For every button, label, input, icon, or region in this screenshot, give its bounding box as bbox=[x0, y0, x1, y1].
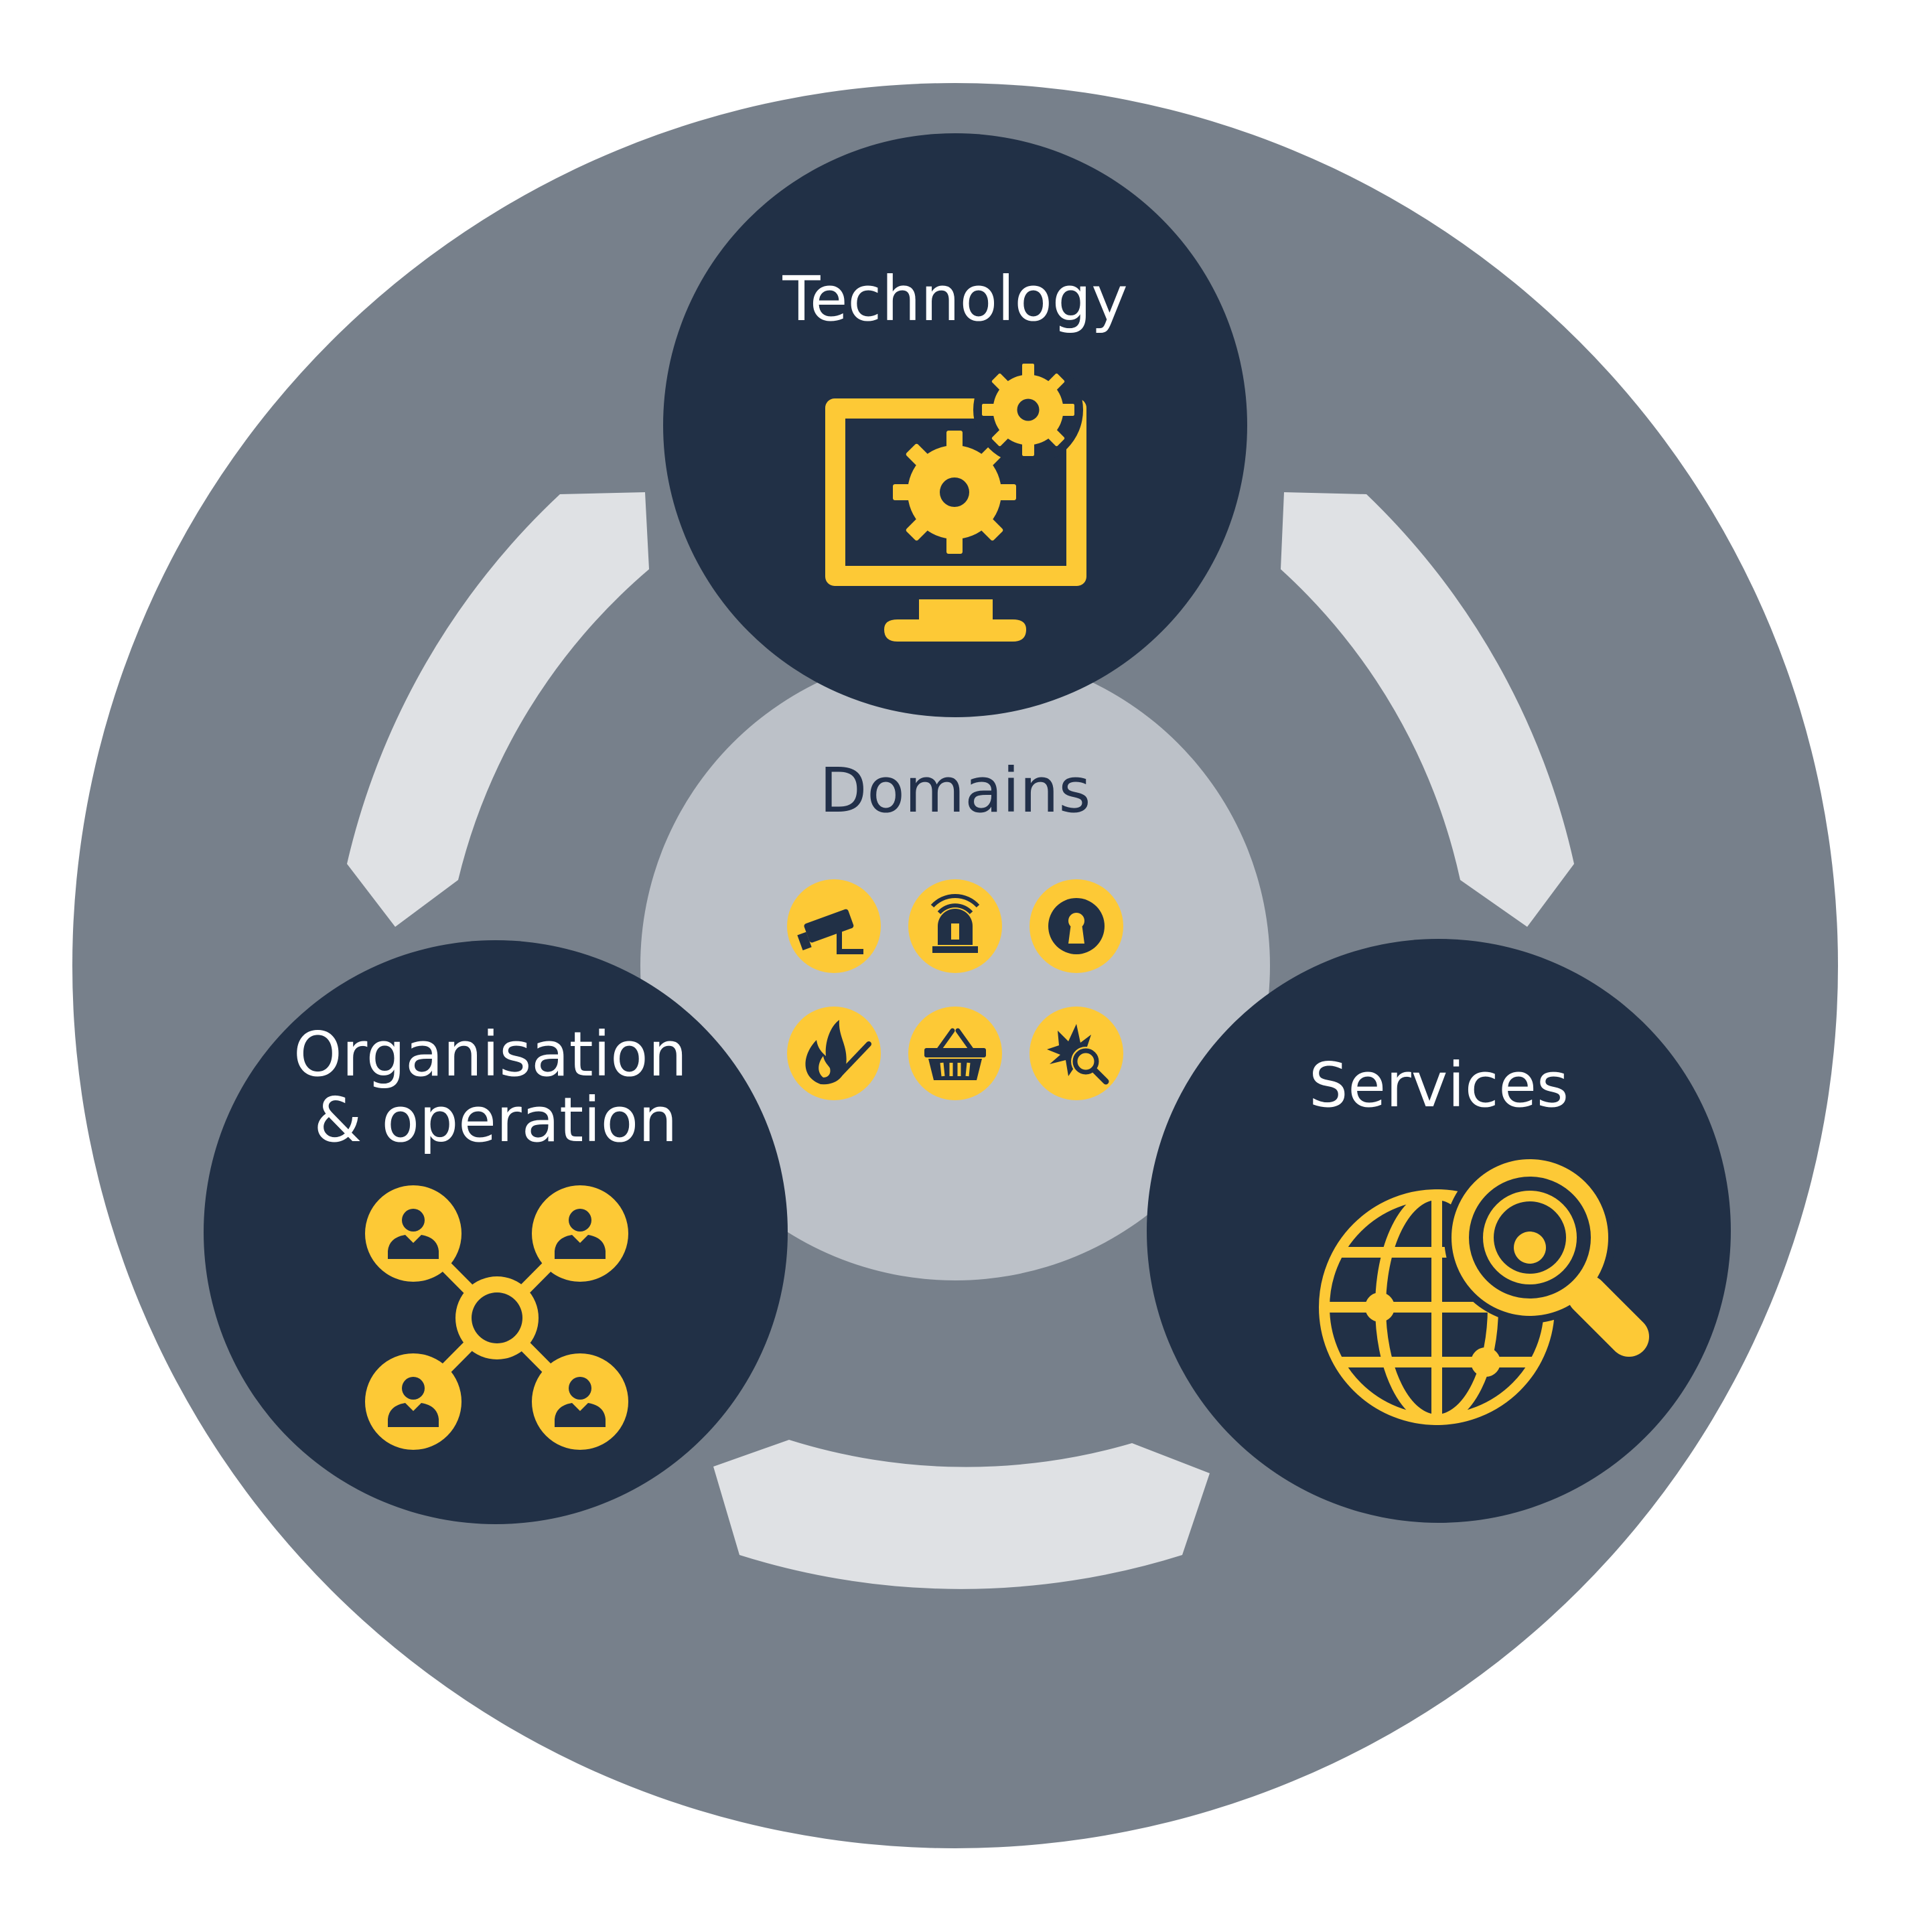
people-network-icon bbox=[365, 1185, 628, 1450]
node-organisation: Organisation & operation bbox=[204, 940, 788, 1524]
keyhole-lock-icon bbox=[1030, 879, 1123, 973]
cctv-camera-icon bbox=[787, 879, 881, 973]
organisation-title-line2: & operation bbox=[314, 1084, 678, 1156]
center-title: Domains bbox=[820, 755, 1091, 826]
services-title: Services bbox=[1309, 1049, 1569, 1121]
fire-match-icon bbox=[787, 1007, 881, 1100]
node-technology: Technology bbox=[663, 133, 1247, 717]
node-services: Services bbox=[1147, 939, 1731, 1523]
shopping-basket-icon bbox=[908, 1007, 1002, 1100]
person-badge-bottom-left bbox=[365, 1353, 462, 1450]
monitor-gears-icon bbox=[825, 355, 1086, 642]
organisation-title-line1: Organisation bbox=[293, 1019, 687, 1090]
cycle-arrow-left bbox=[347, 492, 649, 927]
cycle-arrow-bottom bbox=[713, 1440, 1210, 1589]
cycle-arrow-right bbox=[1281, 492, 1574, 927]
person-badge-top-right bbox=[532, 1185, 628, 1282]
globe-magnifier-icon bbox=[1319, 1152, 1649, 1425]
technology-title: Technology bbox=[782, 263, 1127, 335]
alarm-siren-icon bbox=[908, 879, 1002, 973]
person-badge-top-left bbox=[365, 1185, 462, 1282]
person-badge-bottom-right bbox=[532, 1353, 628, 1450]
domain-icons bbox=[787, 879, 1123, 1100]
explosion-search-icon bbox=[1030, 1007, 1123, 1100]
